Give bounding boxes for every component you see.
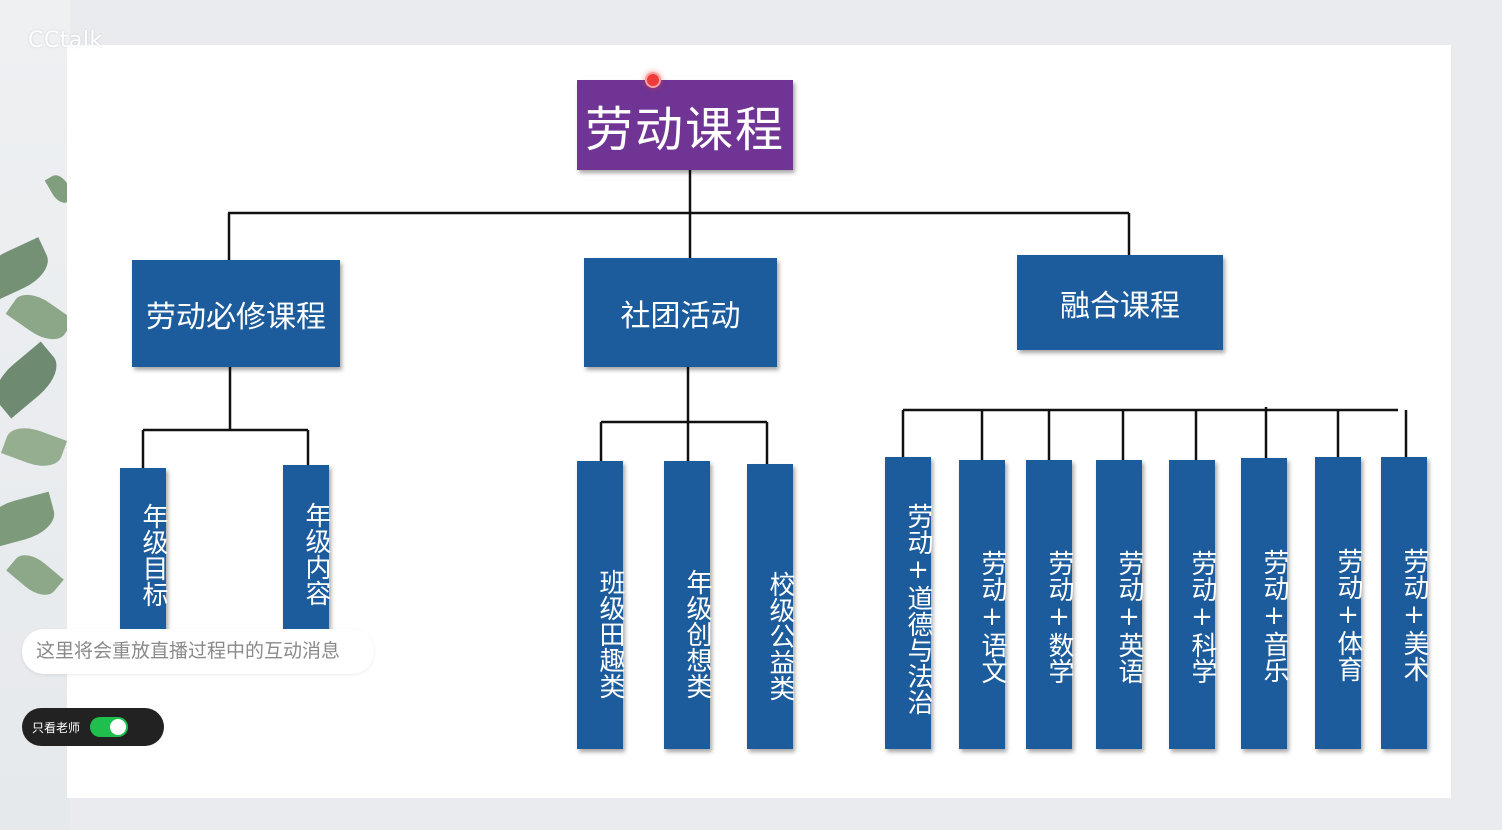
node-required-course: 劳动必修课程	[132, 260, 340, 367]
leaf-decoration	[0, 237, 56, 303]
leaf-decoration	[5, 285, 75, 349]
node-labor-pe: 劳动+体育	[1315, 457, 1363, 749]
node-labor-music: 劳动+音乐	[1241, 458, 1289, 749]
node-grade-content: 年级内容	[283, 465, 331, 630]
leaf-decoration	[6, 547, 64, 603]
slide-canvas: 劳动课程 劳动必修课程 社团活动 融合课程 年级目标 年级内容 班级田趣类 年级…	[67, 45, 1451, 798]
node-school-public-welfare: 校级公益类	[747, 464, 795, 749]
node-club-activities: 社团活动	[584, 258, 777, 367]
leaf-decoration	[0, 421, 68, 473]
interaction-message-placeholder: 这里将会重放直播过程中的互动消息	[22, 629, 374, 674]
only-teacher-label: 只看老师	[32, 720, 81, 735]
leaf-decoration	[0, 341, 67, 419]
app-logo: CCtalk	[28, 28, 103, 53]
connector-lines	[141, 170, 1408, 468]
node-labor-math: 劳动+数学	[1026, 460, 1074, 749]
background-decoration	[0, 0, 76, 830]
only-teacher-toggle-switch[interactable]	[90, 717, 129, 737]
node-labor-chinese: 劳动+语文	[959, 460, 1007, 749]
node-integrated-course: 融合课程	[1017, 255, 1223, 350]
node-grade-creative: 年级创想类	[664, 461, 712, 749]
node-root: 劳动课程	[577, 80, 793, 170]
laser-pointer	[645, 72, 661, 88]
node-grade-goals: 年级目标	[120, 468, 168, 630]
leaf-decoration	[0, 491, 59, 549]
node-labor-morality-law: 劳动+道德与法治	[885, 457, 933, 749]
node-labor-english: 劳动+英语	[1096, 460, 1144, 749]
toggle-knob	[110, 719, 127, 735]
node-class-field-fun: 班级田趣类	[577, 461, 625, 749]
node-labor-art: 劳动+美术	[1381, 457, 1429, 749]
node-labor-science: 劳动+科学	[1169, 460, 1217, 749]
only-teacher-filter[interactable]: 只看老师	[22, 708, 164, 746]
